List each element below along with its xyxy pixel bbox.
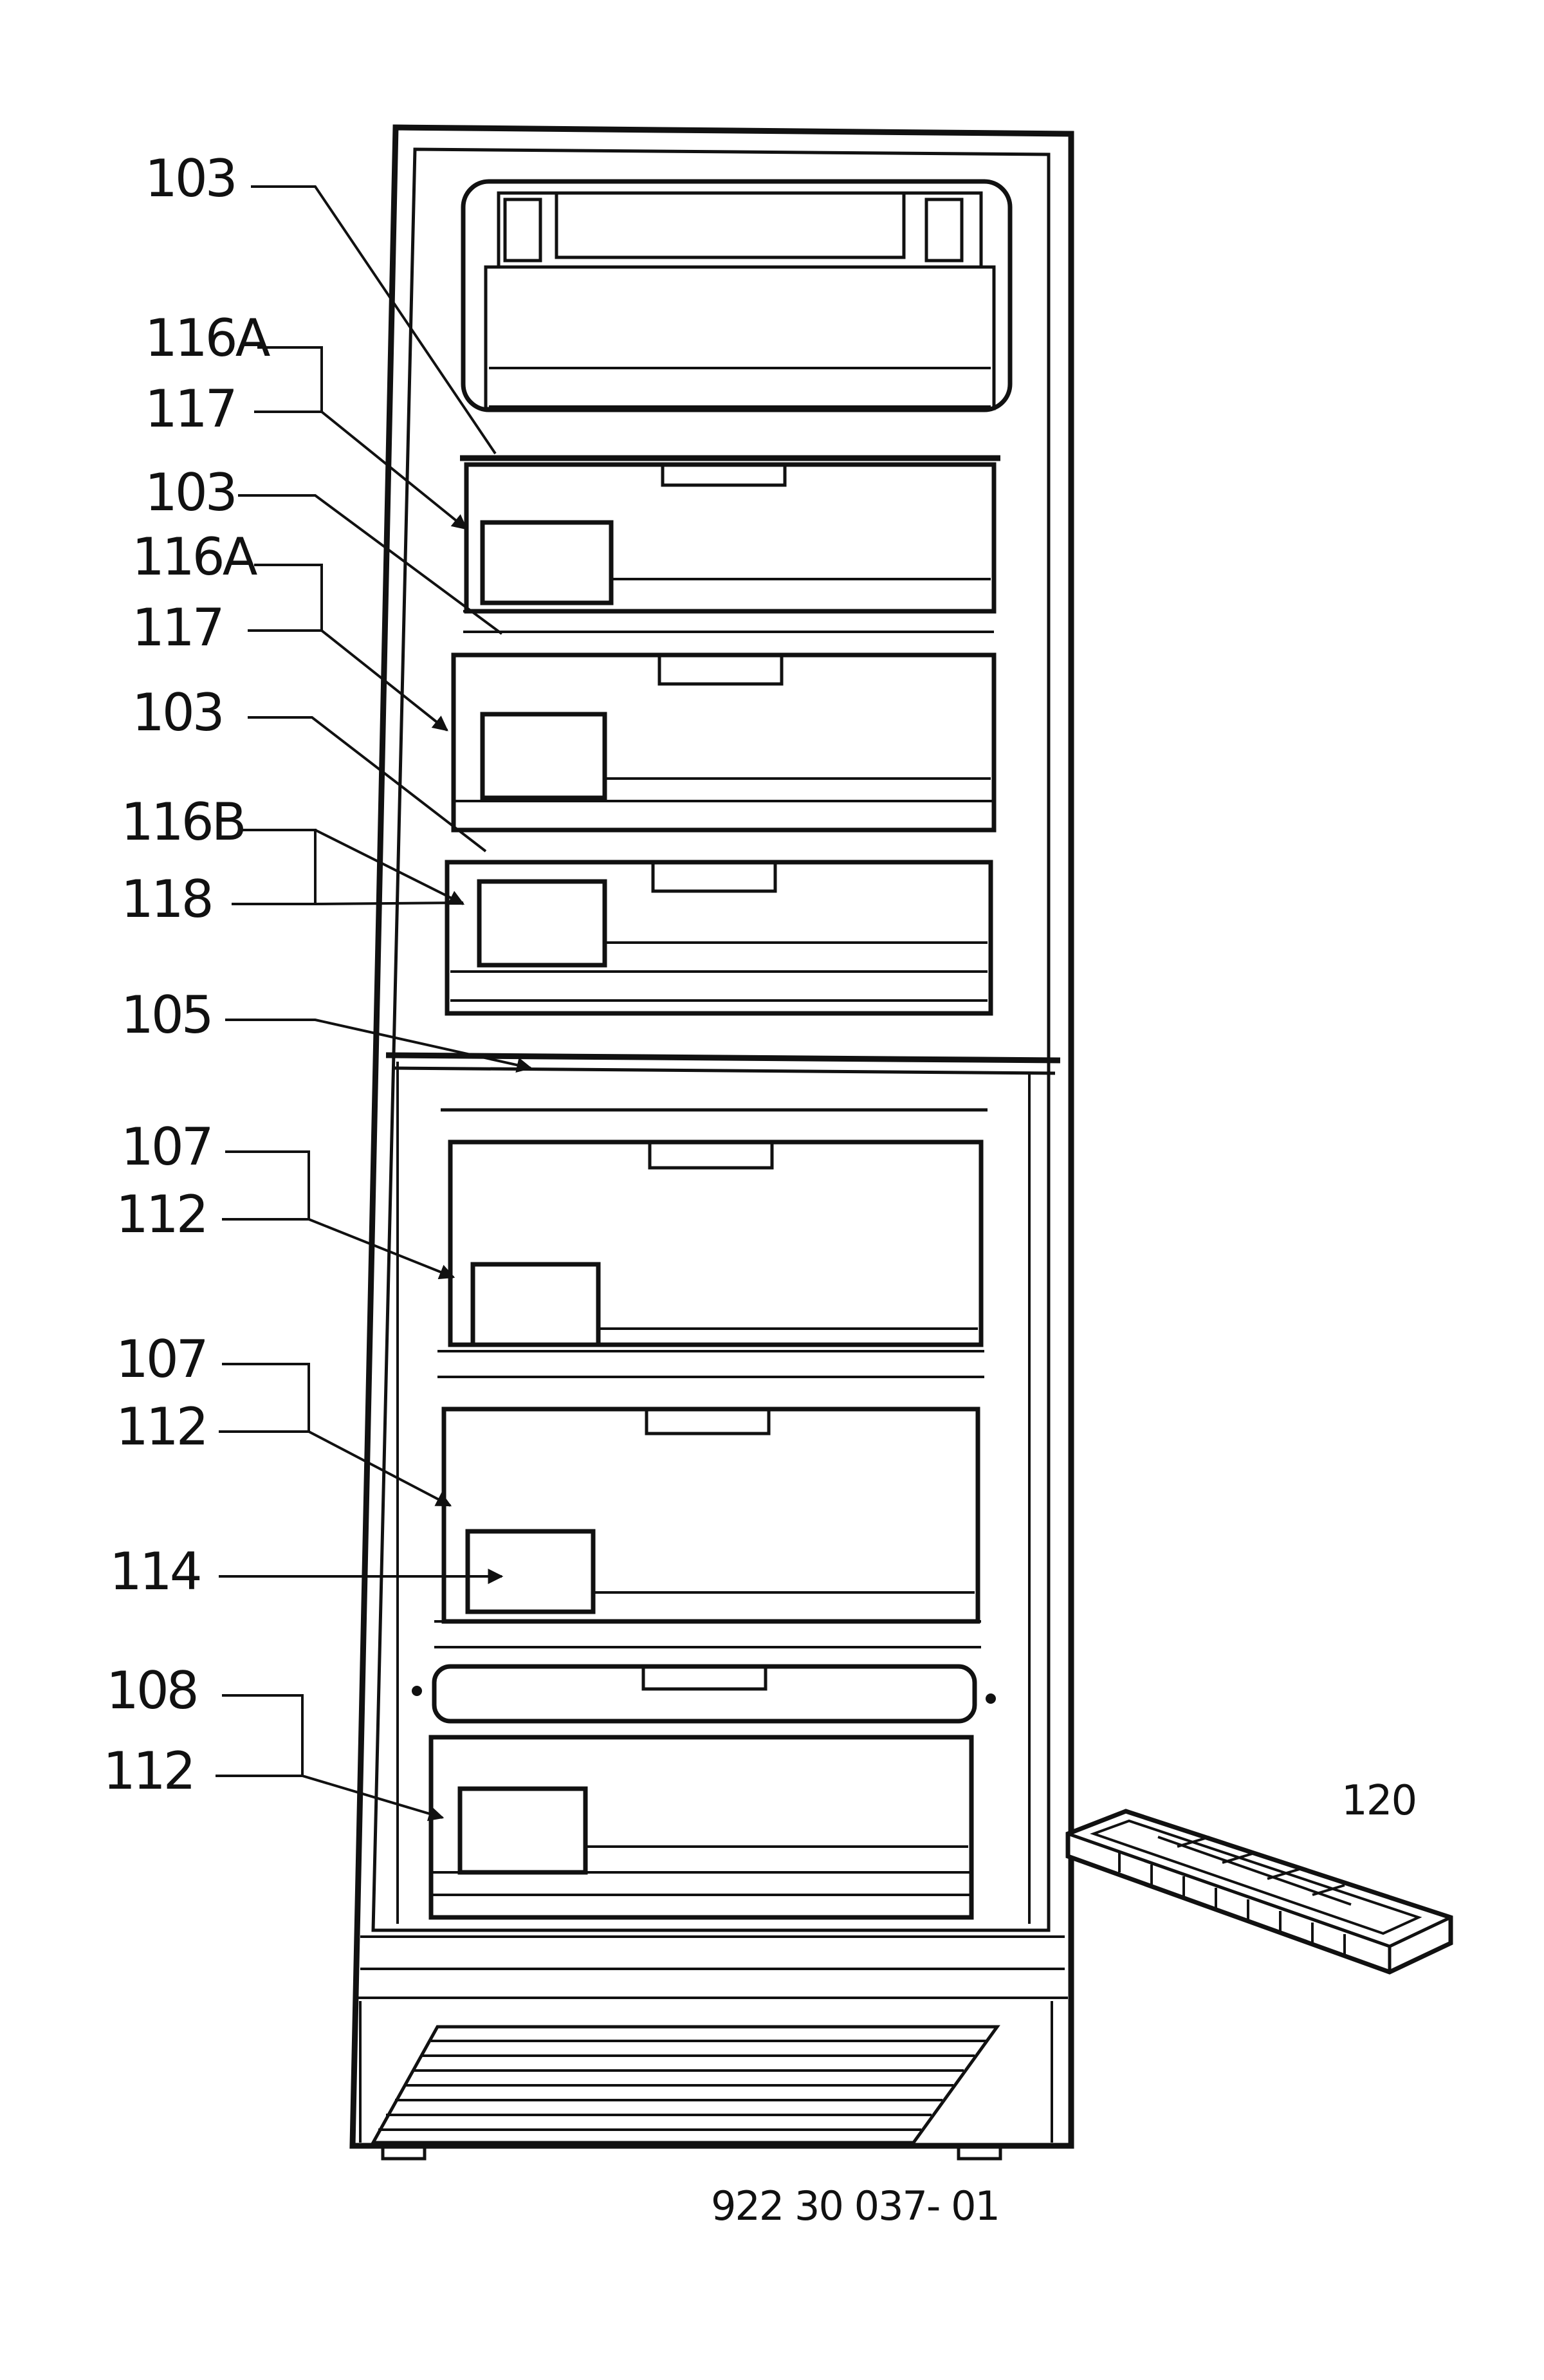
- callout-labels: 103 116A 117 103 116A 117 103 116B 118 1…: [103, 149, 1417, 1825]
- control-panel: [461, 179, 1013, 412]
- callout-116b: 116B: [121, 792, 244, 852]
- callout-107-a: 107: [121, 1117, 212, 1177]
- callout-116a-b: 116A: [132, 527, 258, 587]
- door-divider: [385, 1052, 1061, 1924]
- leader-lines: [216, 185, 533, 1822]
- drawer-4: [437, 1108, 988, 1378]
- callout-114: 114: [109, 1542, 200, 1601]
- kick-grille: [370, 2025, 1002, 2161]
- callout-103-c: 103: [132, 683, 223, 743]
- callout-117-a: 117: [145, 379, 235, 439]
- callout-103-b: 103: [145, 463, 235, 522]
- callout-103-a: 103: [145, 149, 235, 208]
- cabinet: [349, 124, 1074, 2149]
- callout-118: 118: [121, 869, 212, 929]
- ice-cube-tray: [1065, 1809, 1453, 1975]
- callout-108: 108: [106, 1661, 197, 1720]
- drawing-number: 922 30 037- 01: [711, 2182, 999, 2229]
- callout-112-a: 112: [116, 1185, 207, 1244]
- callout-107-b: 107: [116, 1329, 207, 1389]
- callout-117-b: 117: [132, 598, 223, 658]
- drawer-6: [412, 1664, 996, 1920]
- drawer-5: [434, 1407, 981, 1648]
- freezer-drawer-2: [451, 652, 997, 833]
- freezer-drawer-3: [445, 860, 993, 1016]
- callout-112-b: 112: [116, 1397, 207, 1457]
- callout-105: 105: [121, 985, 212, 1045]
- callout-112-c: 112: [103, 1741, 194, 1801]
- callout-116a-a: 116A: [145, 308, 271, 368]
- callout-120: 120: [1341, 1777, 1416, 1825]
- freezer-drawer-1: [460, 455, 1000, 633]
